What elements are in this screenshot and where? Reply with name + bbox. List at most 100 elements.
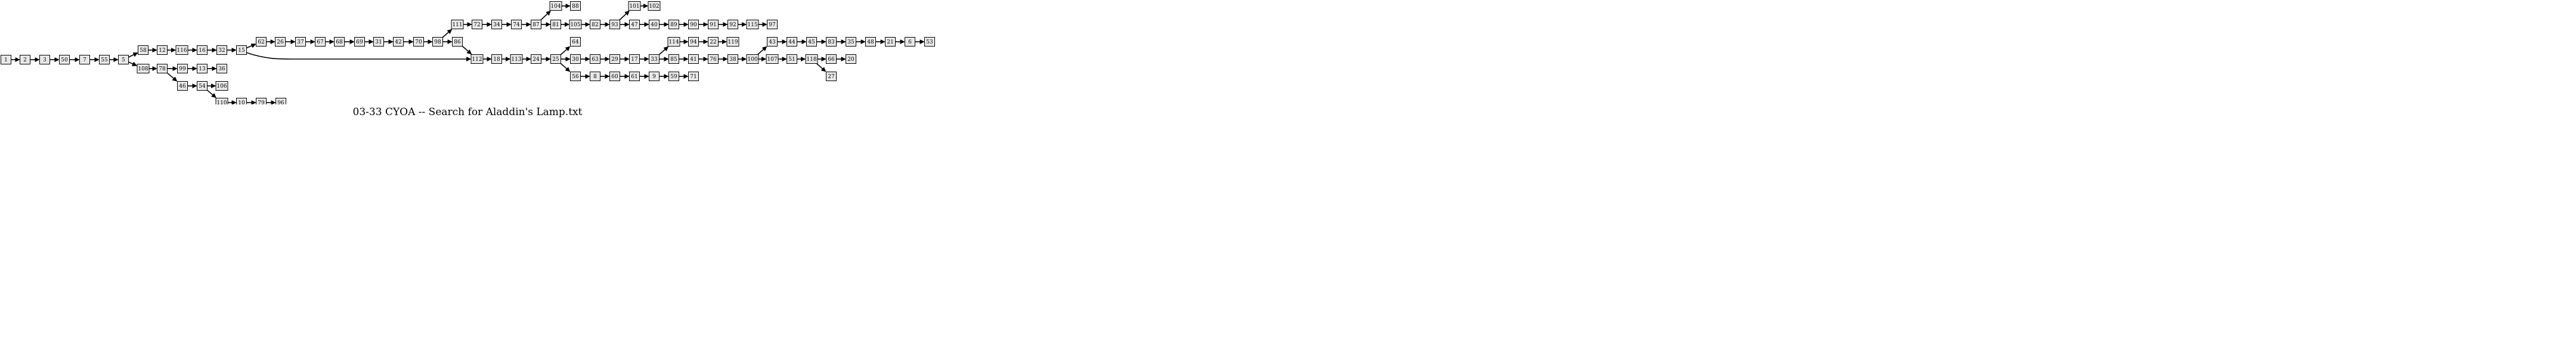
node-label-79: 79 (258, 100, 265, 104)
node-label-35: 35 (847, 39, 854, 45)
node-97: 97 (767, 20, 778, 29)
node-box-10 (236, 98, 247, 104)
node-box-66 (826, 54, 837, 64)
node-78: 78 (157, 64, 168, 73)
node-box-50 (59, 55, 70, 64)
node-box-9 (649, 72, 660, 81)
node-box-40 (649, 20, 660, 29)
node-box-97 (767, 20, 778, 29)
node-label-83: 83 (828, 39, 835, 45)
node-label-89: 89 (670, 22, 677, 28)
node-label-108: 108 (138, 66, 148, 72)
node-box-24 (531, 54, 541, 64)
node-label-16: 16 (199, 48, 206, 54)
node-label-54: 54 (199, 84, 206, 89)
node-105: 105 (569, 20, 582, 29)
node-label-48: 48 (867, 39, 874, 45)
node-box-48 (865, 37, 876, 47)
node-label-15: 15 (238, 48, 245, 54)
node-box-104 (549, 1, 562, 11)
node-label-98: 98 (434, 39, 441, 45)
node-60: 60 (609, 72, 620, 81)
node-25: 25 (550, 54, 561, 64)
node-box-70 (413, 37, 424, 47)
node-label-68: 68 (336, 39, 343, 45)
node-31: 31 (373, 37, 384, 47)
node-box-106 (215, 81, 228, 91)
node-label-112: 112 (472, 57, 482, 63)
node-label-94: 94 (690, 39, 697, 45)
node-label-32: 32 (218, 48, 225, 54)
node-box-101 (628, 1, 641, 11)
edge-54-to-110 (206, 89, 216, 97)
node-3: 3 (39, 55, 50, 64)
node-box-96 (275, 98, 286, 104)
node-box-111 (451, 20, 464, 29)
node-box-81 (550, 20, 561, 29)
node-label-67: 67 (317, 39, 324, 45)
node-54: 54 (197, 81, 208, 91)
node-108: 108 (137, 64, 150, 73)
node-box-112 (470, 54, 484, 64)
node-label-37: 37 (297, 39, 304, 45)
node-label-92: 92 (729, 22, 736, 28)
node-40: 40 (649, 20, 660, 29)
node-box-51 (787, 54, 797, 64)
node-box-63 (590, 54, 600, 64)
node-label-58: 58 (140, 48, 147, 54)
node-box-116 (175, 45, 188, 55)
node-label-76: 76 (710, 57, 717, 63)
node-93: 93 (609, 20, 620, 29)
node-box-108 (137, 64, 150, 73)
node-box-12 (157, 45, 168, 55)
node-box-87 (531, 20, 541, 29)
node-98: 98 (432, 37, 443, 47)
node-box-18 (491, 54, 502, 64)
node-13: 13 (197, 64, 208, 73)
node-32: 32 (216, 45, 227, 55)
node-label-70: 70 (415, 39, 422, 45)
node-label-47: 47 (631, 22, 638, 28)
node-88: 88 (570, 1, 581, 11)
node-box-21 (885, 37, 896, 47)
node-box-58 (138, 45, 148, 55)
node-box-27 (826, 72, 837, 81)
node-label-10: 10 (238, 100, 245, 104)
node-label-78: 78 (159, 66, 166, 72)
node-box-45 (806, 37, 817, 47)
node-47: 47 (629, 20, 640, 29)
node-label-96: 96 (277, 100, 284, 104)
node-box-91 (708, 20, 719, 29)
node-box-25 (550, 54, 561, 64)
node-9: 9 (649, 72, 660, 81)
node-116: 116 (175, 45, 188, 55)
node-90: 90 (688, 20, 699, 29)
node-label-17: 17 (631, 57, 638, 63)
node-label-93: 93 (611, 22, 618, 28)
node-44: 44 (787, 37, 797, 47)
node-box-15 (236, 45, 247, 55)
node-label-60: 60 (611, 74, 618, 80)
node-box-100 (746, 54, 759, 64)
node-box-22 (708, 37, 719, 47)
node-box-8 (590, 72, 600, 81)
node-110: 110 (215, 98, 228, 104)
node-label-26: 26 (277, 39, 284, 45)
node-box-56 (570, 72, 581, 81)
node-box-115 (746, 20, 759, 29)
node-label-106: 106 (216, 84, 227, 89)
node-118: 118 (805, 54, 818, 64)
node-83: 83 (826, 37, 837, 47)
node-label-9: 9 (652, 74, 656, 80)
node-24: 24 (531, 54, 541, 64)
node-66: 66 (826, 54, 837, 64)
node-label-115: 115 (747, 22, 757, 28)
node-box-38 (727, 54, 738, 64)
node-17: 17 (629, 54, 640, 64)
node-33: 33 (649, 54, 660, 64)
node-59: 59 (668, 72, 679, 81)
node-box-88 (570, 1, 581, 11)
node-45: 45 (806, 37, 817, 47)
node-box-26 (275, 37, 286, 47)
edge-25-to-56 (560, 63, 570, 72)
